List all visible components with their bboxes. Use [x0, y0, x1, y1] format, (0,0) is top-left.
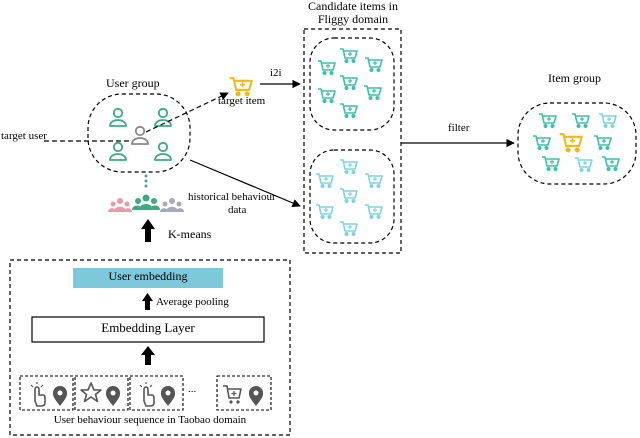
target-item-cart-icon: [228, 77, 253, 97]
historical-label-line2: data: [228, 204, 247, 216]
item-group-cluster: [517, 102, 637, 185]
star-icon: [80, 382, 102, 403]
user-embedding-frame: [9, 259, 291, 436]
location-pin-icon: [106, 386, 120, 406]
candidate-items-title-line1: Candidate items in: [308, 0, 398, 13]
behaviour-item: [19, 375, 74, 411]
pooling-up-arrow: [142, 293, 153, 310]
candidate-cluster-bottom: [309, 149, 395, 244]
hand-click-icon: [139, 382, 155, 407]
target-item: [228, 77, 253, 97]
add-to-cart-icon: [223, 385, 242, 404]
filter-label: filter: [448, 122, 470, 134]
behaviour-sequence: [19, 375, 272, 411]
target-item-label: target item: [218, 95, 266, 107]
sequence-ellipsis: ...: [188, 383, 197, 395]
location-pin-icon: [53, 386, 67, 406]
candidate-carts-bottom: [315, 159, 383, 237]
item-group-carts: [532, 113, 620, 173]
location-pin-icon: [161, 386, 175, 406]
target-user-label: target user: [1, 130, 47, 142]
embedding-layer-box: [31, 316, 265, 343]
candidate-cluster-top: [309, 37, 395, 131]
historical-arrow: [189, 159, 301, 207]
cluster-dots: [144, 174, 148, 188]
cart-icon: [364, 173, 383, 189]
cart-icon: [315, 173, 334, 189]
cart-icon: [538, 113, 557, 129]
user-group-label: User group: [106, 76, 160, 90]
user-icon: [154, 141, 172, 161]
cart-icon: [339, 103, 358, 119]
target-to-item-arrow: [145, 92, 229, 133]
cart-icon: [571, 113, 590, 129]
cart-icon: [317, 88, 336, 104]
cart-icon: [532, 135, 551, 151]
cart-icon: [339, 159, 358, 175]
cart-icon: [339, 188, 358, 204]
cart-icon: [363, 85, 382, 101]
candidate-items-title-line2: Fliggy domain: [317, 12, 389, 26]
behaviour-item: [74, 375, 129, 411]
user-icon: [109, 107, 127, 127]
user-embedding-label: User embedding: [108, 269, 188, 283]
cart-icon: [315, 204, 334, 220]
cart-icon: [593, 135, 612, 151]
user-embedding-box: [73, 268, 223, 288]
target-user-icon: [131, 125, 149, 145]
kmeans-label: K-means: [168, 227, 212, 241]
cart-icon: [317, 60, 336, 76]
location-pin-icon: [249, 386, 263, 406]
cart-icon: [601, 156, 620, 172]
i2i-label: i2i: [270, 67, 282, 79]
behaviour-item: [129, 375, 184, 411]
behaviour-icons: [30, 382, 263, 407]
cart-icon: [339, 221, 358, 237]
sequence-caption: User behaviour sequence in Taobao domain: [53, 414, 247, 426]
cart-icon: [364, 204, 383, 220]
candidate-carts-top: [317, 48, 383, 119]
hand-click-icon: [30, 382, 46, 407]
historical-label-line1: historical behaviour: [188, 191, 276, 203]
item-group-label: Item group: [548, 71, 601, 85]
kmeans-up-arrow: [141, 219, 155, 242]
behaviour-item: [216, 375, 272, 411]
cart-icon: [598, 113, 617, 129]
cart-icon: [541, 156, 560, 172]
cart-icon: [364, 57, 383, 73]
cart-icon: [339, 48, 358, 64]
embedding-up-arrow: [141, 346, 155, 365]
user-group-cluster: [87, 93, 191, 173]
user-icon: [109, 141, 127, 161]
average-pooling-label: Average pooling: [156, 296, 229, 308]
cart-icon: [339, 75, 358, 91]
user-clusters-icon: [108, 194, 184, 212]
cart-icon: [574, 157, 593, 173]
embedding-layer-label: Embedding Layer: [101, 320, 195, 335]
target-cart-icon: [558, 133, 583, 153]
